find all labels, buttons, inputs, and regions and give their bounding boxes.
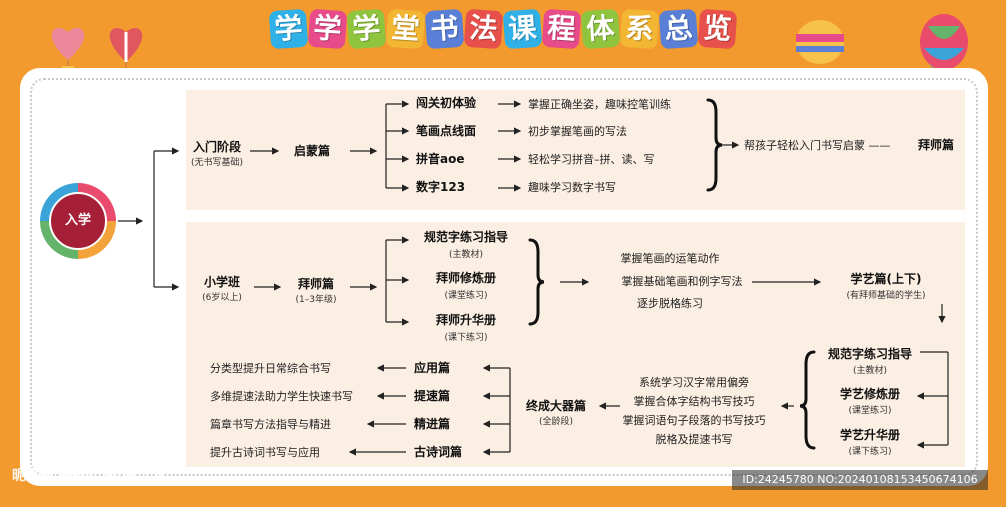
stage3-goal: 脱格及提速书写 (656, 433, 733, 446)
stage3-final-sub: (全龄段) (539, 416, 573, 429)
stage3-branch-desc: 分类型提升日常综合书写 (210, 362, 331, 375)
stage1-item-desc: 掌握正确坐姿，趣味控笔训练 (528, 98, 671, 111)
stage1-item-desc: 初步掌握笔画的写法 (528, 125, 627, 138)
stage3-goal: 系统学习汉字常用偏旁 (639, 376, 749, 389)
stage2-goal: 掌握笔画的运笔动作 (621, 252, 720, 265)
stage1-next: 拜师篇 (918, 139, 954, 152)
stage3-goal: 掌握词语句子段落的书写技巧 (623, 414, 766, 427)
stage1-item-desc: 趣味学习数字书写 (528, 181, 616, 194)
stage3-book-sub: (课堂练习) (848, 405, 891, 418)
stage3-branch-desc: 篇章书写方法指导与精进 (210, 418, 331, 431)
stage2-book: 规范字练习指导 (424, 231, 508, 244)
stage2-course-sub: (1–3年级) (296, 294, 337, 307)
stage3-book: 规范字练习指导 (828, 348, 912, 361)
stage3-branch: 古诗词篇 (414, 446, 462, 459)
stage1-item: 笔画点线面 (416, 125, 476, 138)
stage3-book-sub: (主教材) (853, 365, 887, 378)
stage2-book-sub: (主教材) (449, 249, 483, 262)
stage3-goal: 掌握合体字结构书写技巧 (634, 395, 755, 408)
stage3-branch: 提速篇 (414, 390, 450, 403)
stage3-branch-desc: 提升古诗词书写与应用 (210, 446, 320, 459)
stage2-goal: 掌握基础笔画和例字写法 (622, 275, 743, 288)
stage3-final: 终成大器篇 (526, 400, 586, 413)
stage2-next: 学艺篇(上下) (851, 273, 922, 286)
stage1-name: 入门阶段 (193, 141, 241, 154)
stage3-book: 学艺升华册 (840, 429, 900, 442)
site-logo: 昵享网 www.nipic.cn (12, 465, 164, 485)
stage1-course: 启蒙篇 (294, 145, 330, 158)
stage1-item-desc: 轻松学习拼音–拼、读、写 (528, 153, 655, 166)
stage2-book: 拜师升华册 (436, 314, 496, 327)
stage3-book-sub: (课下练习) (848, 446, 891, 459)
stage1-item: 拼音aoe (416, 153, 464, 166)
stage2-book-sub: (课下练习) (444, 332, 487, 345)
stage2-goal: 逐步脱格练习 (637, 297, 703, 310)
stage2-course: 拜师篇 (298, 278, 334, 291)
stage2-book-sub: (课堂练习) (444, 290, 487, 303)
stage2-next-sub: (有拜师基础的学生) (846, 290, 925, 303)
stage1-sub: (无书写基础) (191, 157, 243, 170)
stage1-item: 闯关初体验 (416, 97, 476, 110)
stage2-sub: (6岁以上) (202, 292, 242, 305)
stage1-item: 数字123 (416, 181, 465, 194)
stage2-name: 小学班 (204, 276, 240, 289)
stage3-branch-desc: 多维提速法助力学生快速书写 (210, 390, 353, 403)
stage2-book: 拜师修炼册 (436, 272, 496, 285)
stage1-goal: 帮孩子轻松入门书写启蒙 —— (744, 139, 891, 152)
stage3-book: 学艺修炼册 (840, 388, 900, 401)
watermark-id: ID:24245780 NO:20240108153450674106 (732, 470, 988, 490)
stage3-branch: 应用篇 (414, 362, 450, 375)
stage3-branch: 精进篇 (414, 418, 450, 431)
